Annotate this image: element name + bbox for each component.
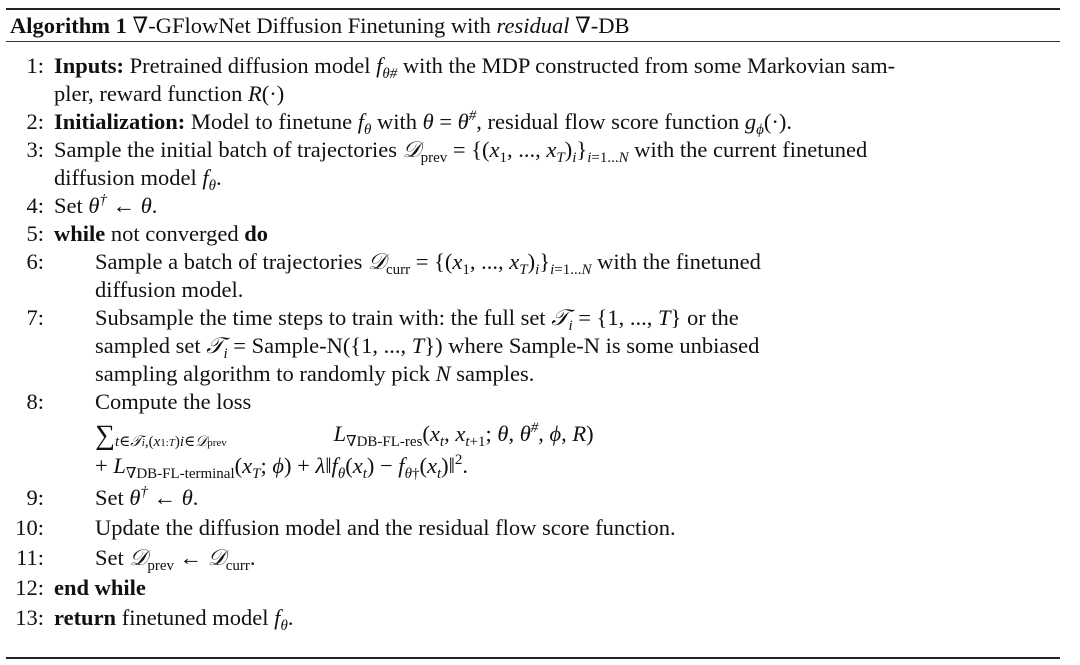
step-2-line-1: Initialization: Model to finetune fθ wit… — [54, 108, 793, 138]
step-number: 8: — [26, 389, 44, 414]
step-1-line-1: Inputs: Pretrained diffusion model fθ# w… — [54, 52, 896, 82]
step-6-line-2: diffusion model. — [95, 277, 244, 302]
top-rule — [6, 8, 1060, 10]
math: θ# — [457, 108, 477, 135]
step-text: finetuned model — [121, 605, 269, 630]
step-13-line-1: return finetuned model fθ. — [54, 605, 294, 634]
step-keyword: do — [244, 221, 268, 246]
step-text: with the MDP constructed from some Marko… — [402, 53, 896, 78]
step-text: with the finetuned — [597, 249, 761, 274]
step-text: Sample a batch of trajectories — [95, 249, 363, 274]
algorithm-caption: Algorithm 1 ∇-GFlowNet Diffusion Finetun… — [6, 10, 1060, 41]
step-7-line-1: Subsample the time steps to train with: … — [95, 305, 739, 334]
math: N — [435, 361, 451, 386]
math: R — [248, 81, 262, 106]
loss-equation-line-1: ∑t∈𝒯i,(x1:T)i∈𝒟prev L∇DB-FL-res(xt, xt+1… — [95, 420, 594, 451]
step-10-line-1: Update the diffusion model and the resid… — [95, 515, 676, 540]
math: 𝒯i — [551, 305, 573, 334]
step-6-line-1: Sample a batch of trajectories 𝒟curr = {… — [95, 249, 761, 278]
math: θ† — [88, 192, 107, 219]
algorithm-box: Algorithm 1 ∇-GFlowNet Diffusion Finetun… — [6, 8, 1060, 634]
step-number: 1: — [26, 53, 44, 78]
caption-title-pre: ∇-GFlowNet Diffusion Finetuning with — [132, 13, 491, 38]
step-number: 7: — [26, 305, 44, 330]
step-4-line-1: Set θ† ← θ. — [54, 192, 158, 219]
math: gϕ — [744, 109, 764, 138]
step-text: sampled set — [95, 333, 201, 358]
step-number: 10: — [15, 515, 44, 540]
math: fθ — [357, 109, 372, 138]
caption-title-em: residual — [496, 13, 570, 38]
bottom-rule — [6, 657, 1060, 659]
step-keyword: Initialization: — [54, 109, 186, 134]
step-number: 2: — [26, 109, 44, 134]
math: fθ — [274, 605, 288, 634]
step-5-line-1: while not converged do — [54, 220, 268, 248]
step-number: 11: — [16, 545, 44, 570]
step-number: 9: — [26, 485, 44, 510]
math: fθ — [202, 165, 216, 194]
step-keyword: end while — [54, 575, 146, 600]
math: fθ# — [376, 53, 398, 82]
math: θ — [422, 109, 434, 134]
loss-equation-line-2: + L∇DB-FL-terminal(xT; ϕ) + λ‖fθ(xt) − f… — [95, 452, 469, 482]
step-number: 13: — [15, 605, 44, 630]
step-text: not converged — [110, 221, 239, 246]
math: 𝒟prev — [129, 545, 175, 574]
step-text: with the current finetuned — [634, 137, 868, 162]
math: 𝒯i — [206, 333, 228, 362]
step-text: sampling algorithm to randomly pick — [95, 361, 430, 386]
step-text: diffusion model — [54, 165, 197, 190]
step-number: 5: — [26, 221, 44, 246]
step-number: 3: — [26, 137, 44, 162]
step-keyword: return — [54, 605, 117, 630]
step-text: Subsample the time steps to train with: … — [95, 305, 546, 330]
step-text: , residual flow score function — [476, 109, 740, 134]
step-1-line-2: pler, reward function R(·) — [54, 81, 285, 106]
step-keyword: while — [54, 221, 106, 246]
math: 𝒟curr — [368, 249, 411, 278]
step-text: Model to finetune — [190, 109, 353, 134]
math: 𝒟prev — [402, 137, 448, 166]
step-8-line-1: Compute the loss — [95, 389, 252, 414]
step-text: Set — [95, 485, 124, 510]
step-7-line-2: sampled set 𝒯i = Sample-N({1, ..., T}) w… — [95, 333, 760, 362]
step-12-line-1: end while — [54, 574, 146, 602]
step-text: Sample the initial batch of trajectories — [54, 137, 398, 162]
step-number: 4: — [26, 193, 44, 218]
step-number: 12: — [15, 575, 44, 600]
step-11-line-1: Set 𝒟prev ← 𝒟curr. — [95, 545, 256, 574]
math: θ† — [129, 484, 148, 511]
step-keyword: Inputs: — [54, 53, 125, 78]
step-text: Set — [95, 545, 124, 570]
step-7-line-3: sampling algorithm to randomly pick N sa… — [95, 360, 534, 388]
algorithm-label: Algorithm 1 — [10, 13, 127, 38]
step-text: Pretrained diffusion model — [129, 53, 371, 78]
step-9-line-1: Set θ† ← θ. — [95, 484, 199, 511]
step-text: ) where Sample-N is some unbiased — [435, 333, 760, 358]
step-3-line-2: diffusion model fθ. — [54, 165, 222, 194]
step-text: samples. — [456, 361, 535, 386]
step-text: pler, reward function — [54, 81, 243, 106]
step-number: 6: — [26, 249, 44, 274]
caption-rule — [6, 41, 1060, 42]
caption-title-post: ∇-DB — [575, 13, 630, 38]
step-text: Set — [54, 193, 83, 218]
step-3-line-1: Sample the initial batch of trajectories… — [54, 137, 868, 166]
step-text: Sample-N( — [251, 333, 351, 358]
step-text: or the — [686, 305, 739, 330]
